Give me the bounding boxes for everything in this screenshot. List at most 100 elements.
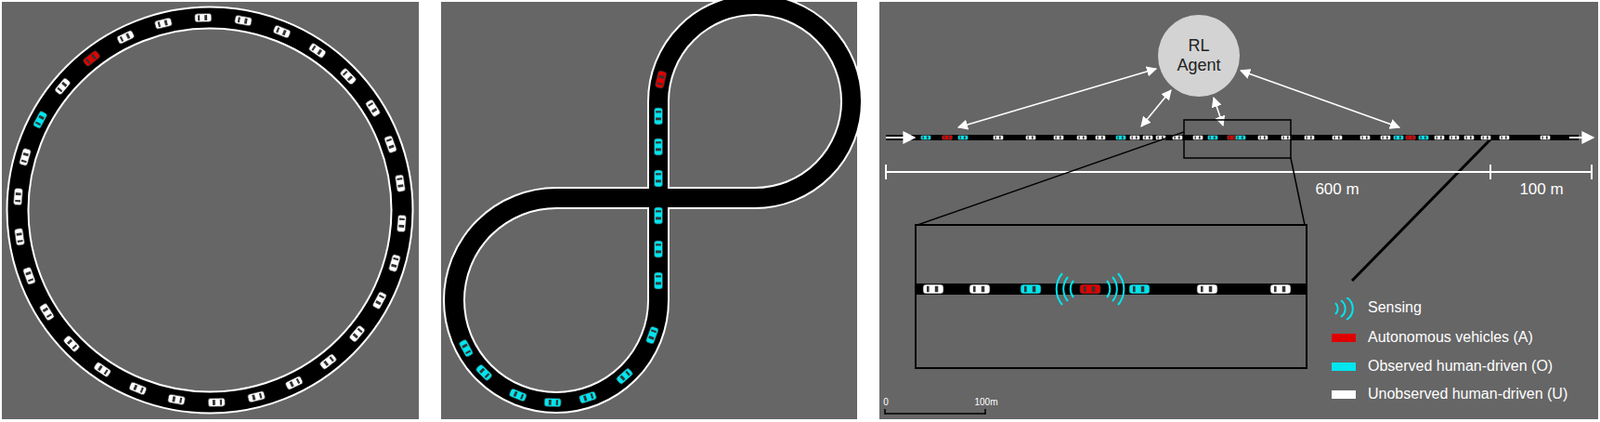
car: [372, 290, 388, 310]
car: [394, 174, 405, 193]
car: [154, 17, 173, 30]
car: [1281, 135, 1292, 141]
car: [654, 207, 664, 224]
car: [53, 77, 71, 96]
ring-cars: [13, 13, 406, 406]
car: [1020, 284, 1041, 294]
car: [1079, 284, 1101, 294]
car: [116, 29, 135, 45]
scale-bar: [884, 412, 986, 415]
car: [1196, 284, 1218, 294]
legend-text: Observed human-driven (O): [1367, 357, 1553, 375]
legend-text: Sensing: [1367, 299, 1422, 316]
car: [32, 110, 48, 130]
figure-eight-road: [454, 4, 852, 403]
car: [1481, 135, 1492, 141]
car: [13, 187, 23, 206]
car: [234, 14, 252, 27]
car: [921, 135, 932, 141]
car: [1053, 135, 1065, 141]
inset-road: [916, 283, 1306, 295]
panel-ground: [441, 1, 858, 419]
car: [1360, 135, 1371, 141]
car: [1434, 135, 1445, 141]
car: [1116, 135, 1127, 141]
legend-text: Unobserved human-driven (U): [1367, 385, 1568, 403]
car: [63, 334, 81, 352]
inset-cars: [923, 284, 1291, 294]
car: [195, 13, 212, 23]
outflow-arrow: [1569, 136, 1594, 139]
car: [1129, 284, 1150, 294]
node-label: RL Agent: [1171, 36, 1226, 75]
sensing-arcs: [1056, 273, 1125, 305]
car: [247, 390, 266, 403]
zoom-box: [1183, 119, 1291, 158]
car: [285, 375, 304, 391]
car: [1418, 135, 1430, 141]
car: [82, 50, 102, 67]
zoom-leader: [1290, 157, 1305, 225]
car: [654, 138, 664, 156]
car: [508, 387, 528, 402]
inset-box: [915, 224, 1307, 368]
dimension-label: 100 m: [1519, 180, 1563, 199]
car: [654, 240, 664, 258]
car: [654, 169, 664, 187]
scale-label: 0: [883, 396, 889, 407]
car: [308, 42, 327, 60]
highway-cars: [921, 135, 1551, 141]
legend-swatch: [1331, 333, 1356, 342]
ring-road-edge: [17, 17, 403, 403]
car: [1026, 135, 1037, 141]
car: [1095, 135, 1106, 141]
car: [167, 393, 185, 405]
car: [92, 361, 112, 378]
car: [1464, 135, 1475, 141]
legend-text: Autonomous vehicles (A): [1367, 328, 1534, 346]
car: [388, 253, 402, 273]
car: [128, 380, 147, 395]
car: [1193, 135, 1204, 141]
car: [39, 302, 55, 322]
eight-cars: [458, 70, 667, 407]
car: [1380, 135, 1392, 141]
car: [958, 135, 969, 141]
car: [22, 266, 37, 286]
dimension-line: [885, 164, 1592, 180]
car: [338, 67, 357, 86]
car: [578, 390, 598, 404]
car: [1208, 135, 1219, 141]
scale-label: 100m: [974, 396, 998, 407]
car: [208, 397, 225, 407]
car: [273, 25, 292, 40]
car: [319, 352, 339, 370]
car: [654, 70, 667, 90]
car: [654, 272, 664, 289]
car: [1258, 135, 1269, 141]
car: [645, 325, 660, 345]
inflow-arrow: [885, 136, 915, 139]
zoom-leader: [917, 131, 1184, 225]
car: [993, 135, 1004, 141]
car: [1332, 135, 1343, 141]
car: [654, 107, 664, 125]
car: [348, 324, 365, 343]
panel-ground: [879, 1, 1599, 419]
car: [475, 363, 494, 381]
car: [13, 227, 25, 246]
agent-circle: RL Agent: [1157, 13, 1241, 98]
car: [1405, 135, 1417, 141]
ring-road: [17, 17, 403, 403]
car: [1499, 135, 1510, 141]
car: [1270, 284, 1291, 294]
car: [1077, 135, 1088, 141]
panel-ground: [1, 1, 419, 419]
car: [923, 284, 944, 294]
car: [364, 98, 381, 118]
car: [615, 366, 634, 385]
car: [396, 214, 406, 233]
legend-swatch: [1331, 362, 1356, 371]
car: [942, 135, 953, 141]
